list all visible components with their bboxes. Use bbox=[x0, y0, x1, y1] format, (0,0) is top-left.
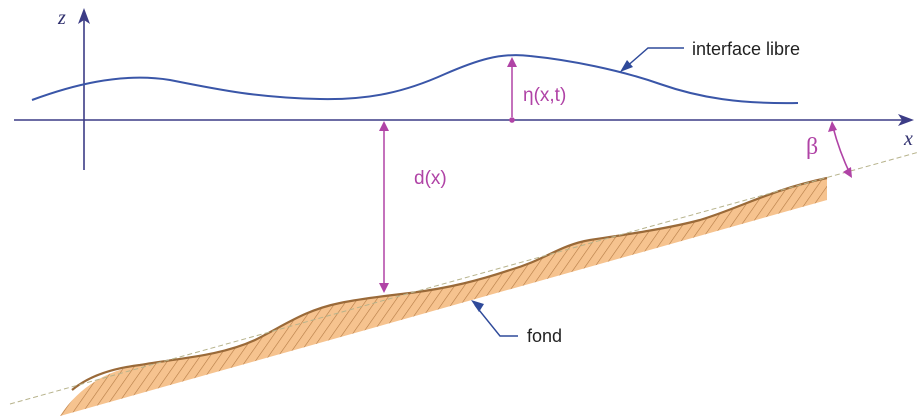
depth-label: d(x) bbox=[414, 168, 447, 189]
bottom-label: fond bbox=[527, 326, 562, 346]
slope-line bbox=[9, 151, 919, 405]
depth-annotation bbox=[379, 121, 389, 293]
beta-arrow-top-icon bbox=[828, 121, 837, 132]
z-axis-arrow-icon bbox=[78, 8, 90, 24]
eta-arrow-top-icon bbox=[507, 57, 517, 67]
x-axis-arrow-icon bbox=[898, 114, 914, 126]
beta-annotation bbox=[828, 121, 852, 178]
beta-arc bbox=[831, 122, 852, 177]
depth-arrow-top-icon bbox=[379, 121, 389, 131]
eta-label: η(x,t) bbox=[523, 85, 566, 106]
bottom-hatch bbox=[60, 178, 827, 416]
axes bbox=[14, 8, 914, 170]
x-axis-label: x bbox=[903, 128, 913, 150]
free-surface-curve bbox=[31, 54, 799, 105]
free-surface-callout-line bbox=[624, 47, 684, 69]
depth-arrow-bottom-icon bbox=[379, 283, 389, 293]
bottom-outline bbox=[71, 176, 828, 391]
bottom-region bbox=[60, 176, 828, 416]
free-surface-callout-arrow-icon bbox=[620, 60, 633, 72]
bottom-callout-line bbox=[474, 304, 518, 337]
eta-base-dot bbox=[509, 117, 515, 123]
free-surface-label: interface libre bbox=[692, 39, 800, 59]
eta-annotation bbox=[507, 57, 517, 123]
bottom-callout-arrow-icon bbox=[471, 300, 484, 312]
beta-arrow-bottom-icon bbox=[843, 167, 852, 178]
beta-label: β bbox=[806, 134, 818, 160]
z-axis-label: z bbox=[57, 7, 66, 29]
